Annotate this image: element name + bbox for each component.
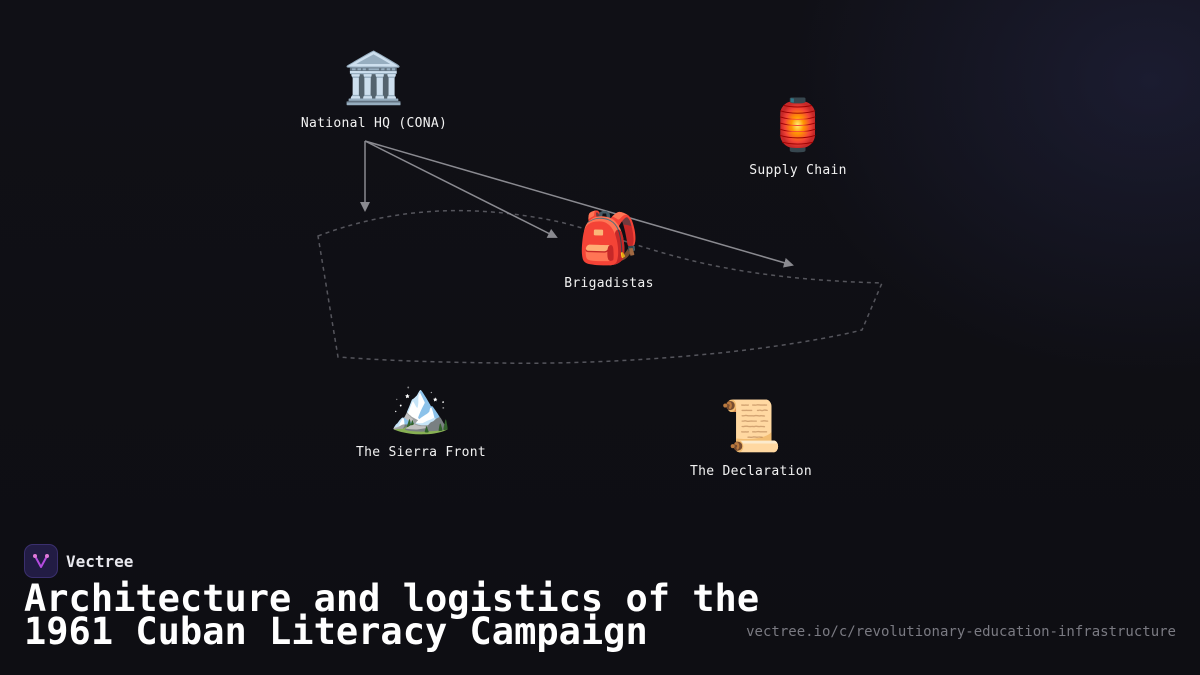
vectree-logo-icon [24, 544, 58, 578]
source-url[interactable]: vectree.io/c/revolutionary-education-inf… [746, 624, 1176, 640]
backpack-icon: 🎒 [577, 209, 641, 267]
node-national-hq[interactable]: 🏛️ National HQ (CONA) [301, 48, 447, 131]
page-title: Architecture and logistics of the 1961 C… [24, 577, 760, 653]
edge-hq-to-supply [364, 140, 794, 268]
node-supply-chain[interactable]: 🏮 Supply Chain [749, 95, 847, 178]
node-label: Supply Chain [749, 163, 847, 178]
node-sierra-front[interactable]: 🏔️ The Sierra Front [356, 377, 486, 460]
snow-capped-mountain-icon: 🏔️ [389, 378, 453, 436]
brand[interactable]: Vectree [24, 544, 133, 578]
scroll-icon: 📜 [719, 397, 783, 455]
node-label: National HQ (CONA) [300, 116, 448, 131]
group-boundary [317, 209, 884, 364]
red-lantern-icon: 🏮 [766, 96, 830, 154]
node-label: The Declaration [690, 464, 812, 479]
node-declaration[interactable]: 📜 The Declaration [690, 396, 812, 479]
classical-building-icon: 🏛️ [342, 49, 406, 107]
brand-name: Vectree [66, 551, 134, 571]
edge-hq-to-brigadistas [364, 140, 558, 238]
node-brigadistas[interactable]: 🎒 Brigadistas [564, 208, 653, 291]
node-label: Brigadistas [564, 276, 654, 291]
node-label: The Sierra Front [355, 445, 487, 460]
